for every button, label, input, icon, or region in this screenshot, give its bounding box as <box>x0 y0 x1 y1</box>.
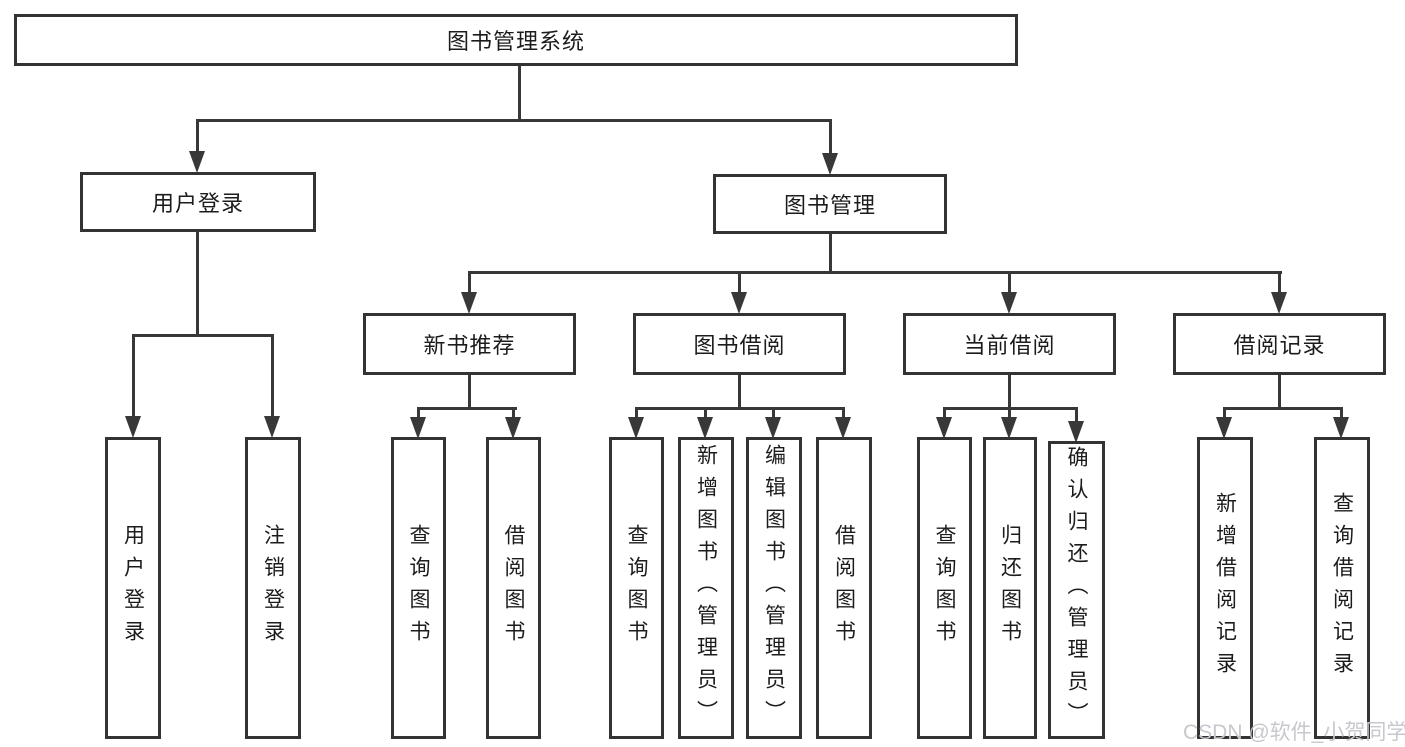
connector-stub <box>271 334 274 417</box>
connector-new-book-branch <box>417 407 517 410</box>
connector-stub <box>842 407 845 419</box>
leaf-confirm-return-admin: 确认归还（管理员） <box>1048 441 1105 739</box>
connector-stub <box>738 271 741 293</box>
connector-stub <box>417 407 420 419</box>
connector-stub <box>512 407 515 419</box>
connector-stub <box>635 407 638 419</box>
arrow-head <box>410 417 426 439</box>
arrow-head <box>125 416 141 438</box>
arrow-head <box>835 417 851 439</box>
leaf-query-books-borrow: 查询图书 <box>609 437 664 739</box>
node-book-borrow: 图书借阅 <box>633 313 846 375</box>
leaf-add-borrow-record: 新增借阅记录 <box>1197 437 1253 739</box>
connector-stub <box>1278 271 1281 293</box>
arrow-head <box>189 151 205 173</box>
connector-level2-branch <box>196 119 832 122</box>
connector-stub <box>1075 407 1078 423</box>
leaf-return-book: 归还图书 <box>983 437 1037 739</box>
arrow-head <box>1333 417 1349 439</box>
leaf-borrow-books-recommend: 借阅图书 <box>486 437 541 739</box>
arrow-head <box>936 417 952 439</box>
arrow-head <box>1216 417 1232 439</box>
connector-user-login-stem <box>196 230 199 336</box>
leaf-query-books-recommend: 查询图书 <box>391 437 446 739</box>
connector-stub <box>1008 271 1011 293</box>
arrow-head <box>264 416 280 438</box>
node-root: 图书管理系统 <box>14 14 1018 66</box>
leaf-edit-book-admin: 编辑图书（管理员） <box>746 437 802 739</box>
leaf-logout: 注销登录 <box>245 437 301 739</box>
node-user-login: 用户登录 <box>80 172 316 232</box>
connector-stub <box>1008 407 1011 419</box>
leaf-user-login: 用户登录 <box>105 437 161 739</box>
arrow-head <box>1001 292 1017 314</box>
connector-level3-branch <box>468 271 1282 274</box>
connector-stub <box>196 119 199 152</box>
connector-stub <box>132 334 135 417</box>
arrow-head <box>628 417 644 439</box>
node-new-book-recommend: 新书推荐 <box>363 313 576 375</box>
arrow-head <box>822 153 838 175</box>
arrow-head <box>1068 421 1084 443</box>
arrow-head <box>697 417 713 439</box>
connector-stub <box>772 407 775 419</box>
connector-stub <box>1340 407 1343 419</box>
leaf-borrow-books: 借阅图书 <box>816 437 872 739</box>
node-book-management: 图书管理 <box>713 174 947 234</box>
leaf-query-borrow-record: 查询借阅记录 <box>1314 437 1370 739</box>
connector-borrow-records-branch <box>1223 407 1343 410</box>
connector-stub <box>1223 407 1226 419</box>
connector-borrow-records-stem <box>1278 373 1281 410</box>
arrow-head <box>505 417 521 439</box>
node-borrow-records: 借阅记录 <box>1173 313 1386 375</box>
leaf-query-books-current: 查询图书 <box>917 437 972 739</box>
connector-book-borrow-branch <box>635 407 845 410</box>
arrow-head <box>765 417 781 439</box>
connector-stub <box>943 407 946 419</box>
connector-book-management-stem <box>829 232 832 274</box>
connector-book-borrow-stem <box>738 373 741 410</box>
arrow-head <box>1001 417 1017 439</box>
connector-root-stem <box>518 64 521 121</box>
connector-stub <box>829 119 832 154</box>
connector-stub <box>704 407 707 419</box>
leaf-add-book-admin: 新增图书（管理员） <box>678 437 734 739</box>
arrow-head <box>461 292 477 314</box>
csdn-watermark: CSDN @软件_小贺同学 <box>1183 721 1405 744</box>
node-current-borrow: 当前借阅 <box>903 313 1116 375</box>
connector-new-book-stem <box>468 373 471 410</box>
arrow-head <box>1271 292 1287 314</box>
connector-stub <box>468 271 471 293</box>
connector-user-login-branch <box>132 334 274 337</box>
connector-current-borrow-stem <box>1008 373 1011 410</box>
arrow-head <box>731 292 747 314</box>
